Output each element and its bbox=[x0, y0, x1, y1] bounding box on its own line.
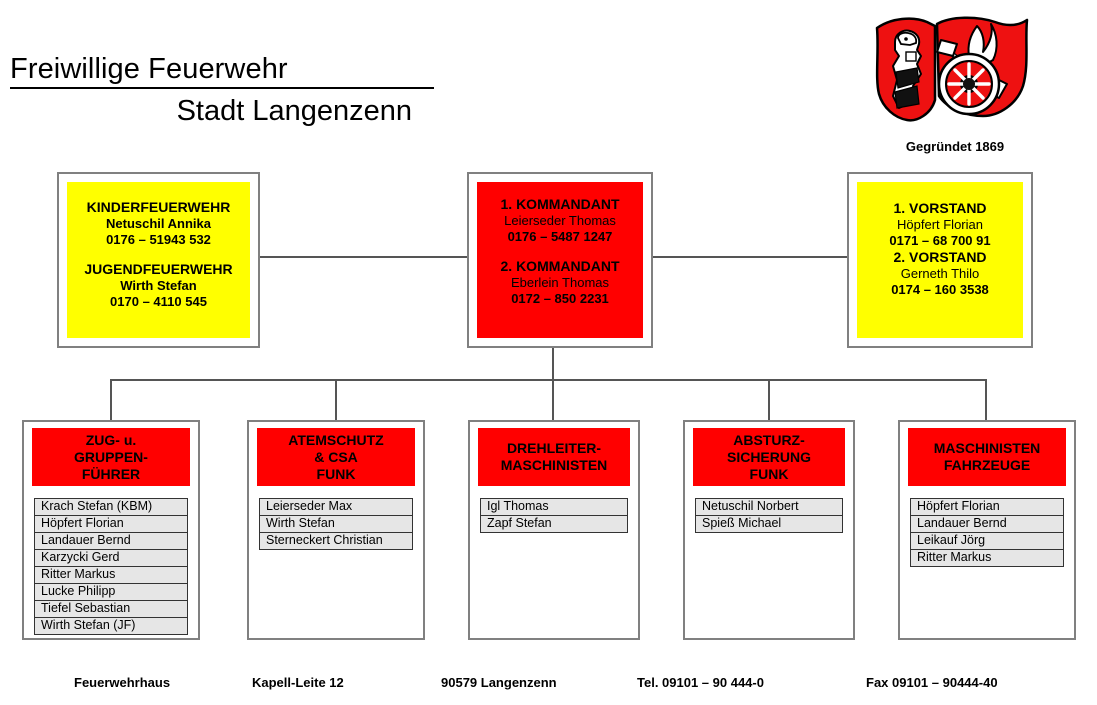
crest-caption: Gegründet 1869 bbox=[905, 139, 1005, 154]
group-heading: DREHLEITER-MASCHINISTEN bbox=[478, 428, 630, 486]
footer-item: Tel. 09101 – 90 444-0 bbox=[637, 675, 764, 690]
entry-person: Eberlein Thomas bbox=[510, 275, 610, 290]
group-zug-und-gruppenfuehrer: ZUG- u.GRUPPEN-FÜHRER Krach Stefan (KBM)… bbox=[22, 420, 200, 640]
member-cell: Höpfert Florian bbox=[910, 498, 1064, 515]
member-cell: Igl Thomas bbox=[480, 498, 628, 515]
entry-person: Wirth Stefan bbox=[120, 278, 197, 293]
member-cell: Höpfert Florian bbox=[34, 515, 188, 532]
footer-item: Fax 09101 – 90444-40 bbox=[866, 675, 998, 690]
connector-drop-0 bbox=[110, 379, 112, 422]
group-heading-text: ZUG- u.GRUPPEN-FÜHRER bbox=[74, 431, 148, 482]
connector-center-to-right bbox=[650, 256, 850, 258]
connector-drop-2 bbox=[552, 379, 554, 422]
box-vorstand: 1. VORSTAND Höpfert Florian 0171 – 68 70… bbox=[847, 172, 1033, 348]
footer-item: Feuerwehrhaus bbox=[74, 675, 171, 690]
title-line-1: Freiwillige Feuerwehr bbox=[10, 53, 288, 85]
member-cell: Ritter Markus bbox=[34, 566, 188, 583]
entry-person: Leierseder Thomas bbox=[504, 213, 616, 228]
member-cell: Landauer Bernd bbox=[34, 532, 188, 549]
entry-title: JUGENDFEUERWEHR bbox=[84, 261, 233, 277]
member-cell: Landauer Bernd bbox=[910, 515, 1064, 532]
member-cell: Wirth Stefan bbox=[259, 515, 413, 532]
connector-bus bbox=[110, 379, 986, 381]
entry-title: 1. KOMMANDANT bbox=[500, 196, 620, 212]
group-heading-text: DREHLEITER-MASCHINISTEN bbox=[500, 440, 608, 473]
box-kinderfeuerwehr-jugendfeuerwehr: KINDERFEUERWEHR Netuschil Annika 0176 – … bbox=[57, 172, 260, 348]
box-panel: 1. VORSTAND Höpfert Florian 0171 – 68 70… bbox=[857, 182, 1023, 338]
entry-title: KINDERFEUERWEHR bbox=[86, 199, 231, 215]
connector-center-drop bbox=[552, 346, 554, 381]
member-cell: Netuschil Norbert bbox=[695, 498, 843, 515]
entry-phone: 0172 – 850 2231 bbox=[511, 291, 609, 306]
page-title: Freiwillige Feuerwehr Stadt Langenzenn bbox=[10, 52, 440, 128]
member-cell: Lucke Philipp bbox=[34, 583, 188, 600]
entry-spacer bbox=[67, 248, 250, 261]
footer: Feuerwehrhaus Kapell-Leite 12 90579 Lang… bbox=[0, 675, 1097, 695]
entry-phone: 0174 – 160 3538 bbox=[891, 282, 989, 297]
entry-title: 2. KOMMANDANT bbox=[500, 258, 620, 274]
entry-phone: 0176 – 5487 1247 bbox=[507, 229, 613, 244]
entry-spacer bbox=[477, 245, 643, 258]
entry-person: Höpfert Florian bbox=[897, 217, 983, 232]
entry-phone: 0170 – 4110 545 bbox=[110, 294, 207, 309]
connector-drop-4 bbox=[985, 379, 987, 422]
fire-brigade-crest-icon bbox=[865, 12, 1040, 132]
member-cell: Leikauf Jörg bbox=[910, 532, 1064, 549]
entry-person: Gerneth Thilo bbox=[900, 266, 980, 281]
footer-item: Kapell-Leite 12 bbox=[252, 675, 344, 690]
box-panel: KINDERFEUERWEHR Netuschil Annika 0176 – … bbox=[67, 182, 250, 338]
box-kommandanten: 1. KOMMANDANT Leierseder Thomas 0176 – 5… bbox=[467, 172, 653, 348]
member-cell: Leierseder Max bbox=[259, 498, 413, 515]
title-line-2: Stadt Langenzenn bbox=[176, 95, 412, 127]
title-underline bbox=[10, 87, 434, 89]
group-heading: ZUG- u.GRUPPEN-FÜHRER bbox=[32, 428, 190, 486]
entry-person: Netuschil Annika bbox=[106, 216, 211, 231]
member-cell: Wirth Stefan (JF) bbox=[34, 617, 188, 635]
footer-item: 90579 Langenzenn bbox=[441, 675, 557, 690]
entry-title: 2. VORSTAND bbox=[893, 249, 987, 265]
member-cell: Zapf Stefan bbox=[480, 515, 628, 533]
member-cell: Sterneckert Christian bbox=[259, 532, 413, 550]
member-cell: Spieß Michael bbox=[695, 515, 843, 533]
entry-phone: 0176 – 51943 532 bbox=[106, 232, 211, 247]
member-cell: Krach Stefan (KBM) bbox=[34, 498, 188, 515]
connector-drop-3 bbox=[768, 379, 770, 422]
member-cell: Tiefel Sebastian bbox=[34, 600, 188, 617]
member-cell: Ritter Markus bbox=[910, 549, 1064, 567]
entry-phone: 0171 – 68 700 91 bbox=[889, 233, 991, 248]
box-panel: 1. KOMMANDANT Leierseder Thomas 0176 – 5… bbox=[477, 182, 643, 338]
member-cell: Karzycki Gerd bbox=[34, 549, 188, 566]
entry-title: 1. VORSTAND bbox=[893, 200, 987, 216]
connector-left-to-center bbox=[258, 256, 470, 258]
connector-drop-1 bbox=[335, 379, 337, 422]
